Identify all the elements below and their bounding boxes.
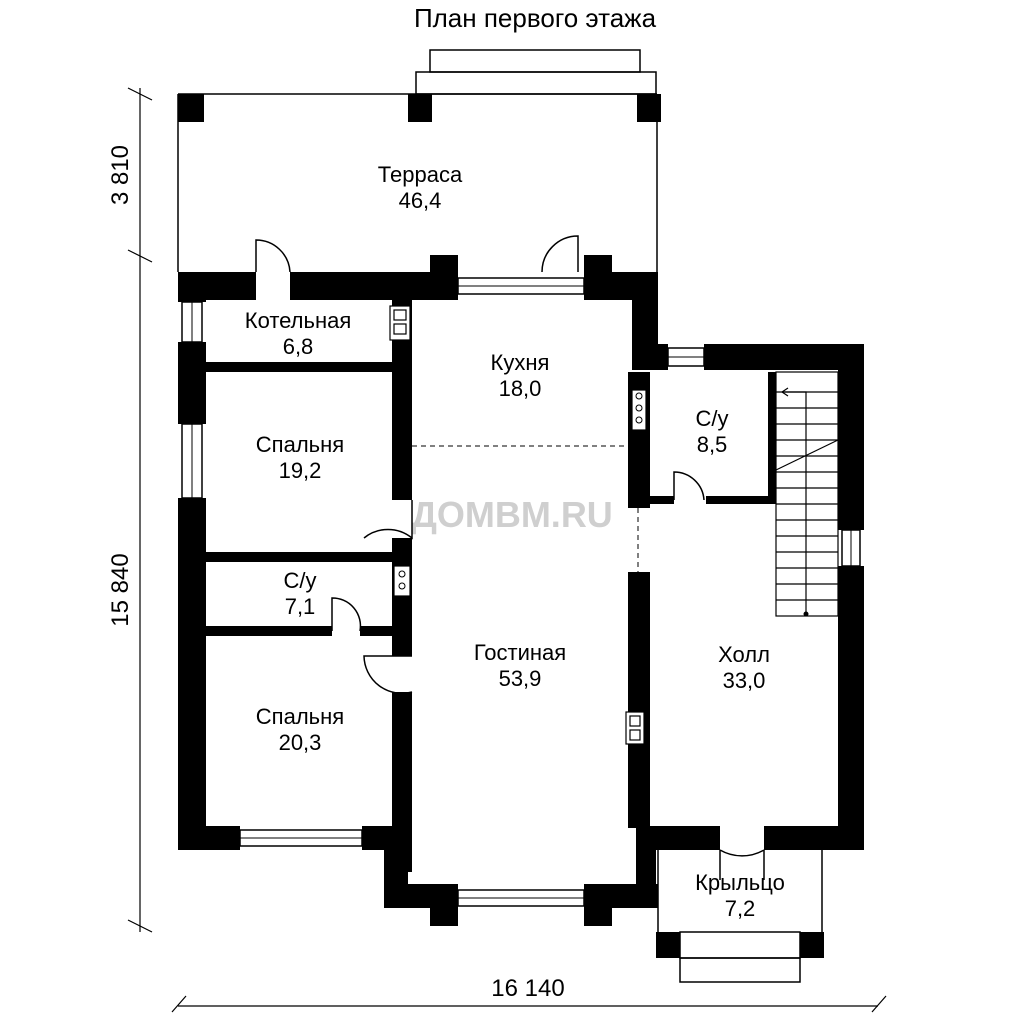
room-porch: Крыльцо 7,2 bbox=[695, 870, 785, 921]
doors bbox=[255, 235, 765, 880]
room-name: Гостиная bbox=[474, 640, 566, 665]
dim-terrace-depth: 3 810 bbox=[107, 145, 134, 205]
staircase bbox=[775, 371, 839, 617]
room-area: 53,9 bbox=[499, 666, 542, 691]
room-name: Холл bbox=[718, 642, 770, 667]
window-glazing bbox=[191, 285, 852, 899]
room-area: 8,5 bbox=[697, 432, 728, 457]
room-name: Кухня bbox=[491, 350, 550, 375]
room-name: Спальня bbox=[256, 704, 344, 729]
room-kitchen: Кухня 18,0 bbox=[491, 350, 550, 401]
room-terrace: Терраса 46,4 bbox=[378, 162, 463, 213]
room-area: 33,0 bbox=[723, 668, 766, 693]
walls bbox=[178, 255, 864, 926]
room-hall: Холл 33,0 bbox=[718, 642, 770, 693]
terrace-outline bbox=[177, 49, 658, 272]
room-area: 19,2 bbox=[279, 458, 322, 483]
fixtures bbox=[389, 305, 647, 745]
terrace-columns bbox=[178, 94, 661, 122]
room-bedroom-1: Спальня 19,2 bbox=[256, 432, 344, 483]
room-name: Крыльцо bbox=[695, 870, 785, 895]
room-living: Гостиная 53,9 bbox=[474, 640, 566, 691]
dimension-lines bbox=[127, 87, 887, 1013]
room-area: 18,0 bbox=[499, 376, 542, 401]
room-wc-right: С/у 8,5 bbox=[696, 406, 729, 457]
room-boiler: Котельная 6,8 bbox=[245, 308, 352, 359]
room-area: 20,3 bbox=[279, 730, 322, 755]
dim-total-width: 16 140 bbox=[491, 975, 564, 1002]
room-name: С/у bbox=[284, 568, 317, 593]
room-area: 7,1 bbox=[285, 594, 316, 619]
porch-outline bbox=[656, 850, 824, 983]
room-name: Терраса bbox=[378, 162, 463, 187]
room-name: С/у bbox=[696, 406, 729, 431]
plan-title: План первого этажа bbox=[414, 3, 657, 33]
room-bedroom-2: Спальня 20,3 bbox=[256, 704, 344, 755]
room-area: 46,4 bbox=[399, 188, 442, 213]
room-name: Спальня bbox=[256, 432, 344, 457]
stair-start-dot bbox=[803, 611, 809, 617]
room-wc-left: С/у 7,1 bbox=[284, 568, 317, 619]
stove-burners bbox=[398, 392, 643, 590]
dim-house-depth: 15 840 bbox=[107, 553, 134, 626]
room-area: 6,8 bbox=[283, 334, 314, 359]
watermark: ДОМВМ.RU bbox=[411, 494, 613, 535]
room-area: 7,2 bbox=[725, 896, 756, 921]
room-name: Котельная bbox=[245, 308, 352, 333]
zone-lines bbox=[412, 445, 639, 572]
